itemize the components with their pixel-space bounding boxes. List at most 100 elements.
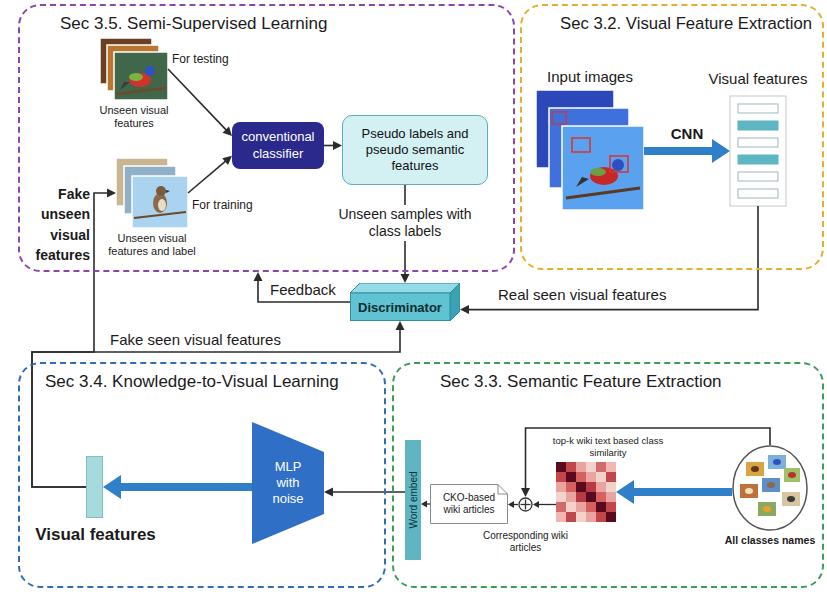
arrowhead <box>324 488 333 497</box>
connector <box>103 475 252 499</box>
similarity-heatmap-part <box>586 492 596 502</box>
feature-vector-icon-part <box>738 121 778 130</box>
caption-text: Corresponding wiki articles <box>483 530 568 553</box>
unseen-train-photos-part <box>156 186 166 196</box>
connector <box>616 480 732 504</box>
class-thumbnails-part <box>762 478 780 492</box>
similarity-heatmap-part <box>596 512 606 522</box>
caption: Input images <box>540 68 640 86</box>
node-outline <box>732 445 808 531</box>
feature-vector-icon-part <box>738 155 778 164</box>
plus-stroke <box>525 500 526 510</box>
arrowhead <box>421 501 427 508</box>
section-title: Sec 3.3. Semantic Feature Extraction <box>440 372 722 392</box>
similarity-heatmap-part <box>566 482 576 492</box>
connector-line <box>258 279 350 302</box>
similarity-heatmap-part <box>606 512 616 522</box>
block-text: Discriminator <box>358 300 442 315</box>
similarity-heatmap-part <box>566 502 576 512</box>
feature-vector-icon-part <box>738 172 778 181</box>
discriminator-block: Discriminator <box>350 283 460 321</box>
connector-line <box>117 483 252 491</box>
unseen-test-photos-part <box>120 82 130 90</box>
similarity-heatmap-part <box>576 492 586 502</box>
unseen-test-photos-part <box>145 66 155 76</box>
class-thumbnails-part <box>746 462 764 476</box>
edge-label: CNN <box>671 125 704 143</box>
connector-line <box>538 504 556 505</box>
edge-label: Feedback <box>270 281 336 299</box>
class-thumbnails-part <box>751 466 759 472</box>
class-thumbnails-part <box>758 502 776 516</box>
arrowhead <box>508 501 514 508</box>
unseen-test-photos-part <box>154 70 159 73</box>
text-wrap: Discriminator <box>350 293 450 321</box>
class-thumbnails-part <box>767 482 775 488</box>
similarity-heatmap-part <box>566 472 576 482</box>
unseen-train-photos-part <box>153 193 167 213</box>
input-photos-part <box>612 159 624 171</box>
edge-label: For testing <box>172 52 229 66</box>
arrowhead <box>222 156 232 165</box>
unseen-test-photos <box>100 38 168 100</box>
unseen-test-photos-part <box>114 52 168 100</box>
process-box: conventional classifier <box>232 122 324 169</box>
embedding-bar: Word embed <box>405 440 421 560</box>
input-photos-part <box>562 126 644 210</box>
block-text: MLP with noise <box>265 459 311 508</box>
ellipse-outline <box>733 446 807 530</box>
box-text: conventional classifier <box>238 129 318 162</box>
section-title: Sec 3.4. Knowledge-to-Visual Learning <box>45 372 339 392</box>
feature-vector: Visual features <box>730 96 786 206</box>
class-ellipse: All classes names <box>732 445 808 531</box>
section-region: Sec 3.4. Knowledge-to-Visual LearningVis… <box>18 362 386 588</box>
image-stack: Input images <box>536 90 644 210</box>
similarity-heatmap-part <box>596 472 606 482</box>
class-thumbnails-part <box>784 468 800 482</box>
similarity-heatmap-part <box>576 462 586 472</box>
connector <box>644 139 730 163</box>
feature-vector-icon-part <box>738 138 778 147</box>
connector <box>533 501 556 508</box>
class-thumbnails-part <box>745 488 753 494</box>
caption: Visual features <box>21 525 171 545</box>
edge-label: Fake seen visual features <box>110 331 281 349</box>
similarity-heatmap-part <box>596 492 606 502</box>
arrowhead <box>333 141 342 150</box>
arrowhead <box>712 139 730 163</box>
mlp-block: MLP with noise <box>252 422 324 544</box>
connector <box>324 141 342 150</box>
section-region: Sec 3.3. Semantic Feature ExtractionWord… <box>392 362 824 588</box>
caption-text: All classes names <box>725 534 815 546</box>
edge-label: Real seen visual features <box>498 286 666 304</box>
caption: Unseen visual features and label <box>102 232 202 258</box>
similarity-heatmap-part <box>606 482 616 492</box>
unseen-test-photos-part <box>116 88 166 94</box>
box-text: Pseudo labels and pseudo semantic featur… <box>351 126 479 175</box>
feature-vector-icon <box>730 96 786 206</box>
unseen-train-photos-part <box>166 190 170 193</box>
arrowhead <box>521 488 530 497</box>
similarity-heatmap-part <box>556 482 566 492</box>
similarity-heatmap-part <box>566 492 576 502</box>
caption: Unseen visual features <box>84 104 184 130</box>
connector <box>188 156 232 193</box>
similarity-heatmap-part <box>596 462 606 472</box>
node-outline <box>518 497 533 512</box>
similarity-heatmap-part <box>606 472 616 482</box>
similarity-heatmap-part <box>606 462 616 472</box>
similarity-heatmap-part <box>586 512 596 522</box>
input-photos-part <box>576 177 589 187</box>
similarity-heatmap-part <box>606 492 616 502</box>
caption-text: top-k wiki text based class similarity <box>553 435 663 457</box>
document-shape: CKO-based wiki articles <box>430 484 508 524</box>
class-thumbnails <box>740 455 800 516</box>
unseen-train-photos-part <box>158 199 166 211</box>
caption-text: Input images <box>547 68 633 85</box>
similarity-heatmap-part <box>576 502 586 512</box>
class-thumbnails-part <box>768 455 786 469</box>
input-photos-part <box>552 112 566 124</box>
class-thumbnails-part <box>788 472 796 478</box>
similarity-heatmap-part <box>556 462 566 472</box>
input-photos <box>536 90 644 210</box>
